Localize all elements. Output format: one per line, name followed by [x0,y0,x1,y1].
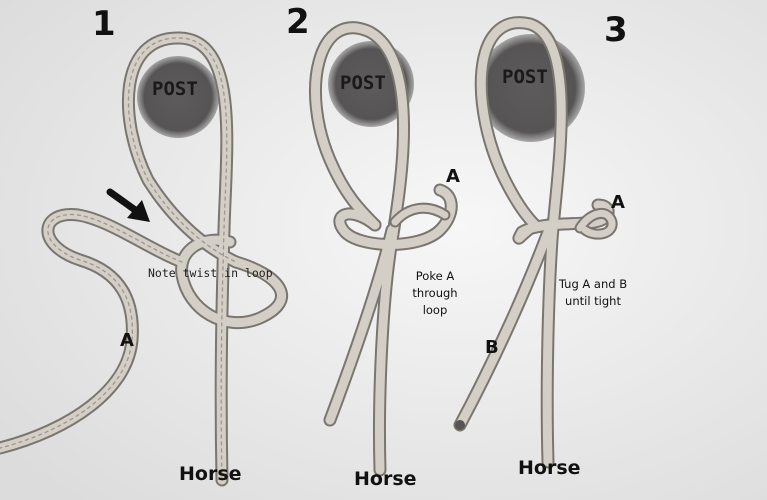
instruction-step-2-line: loop [405,302,465,319]
rope-end-label-a-step-1: A [120,330,134,351]
rope-end-label-a-step-3: A [611,192,625,213]
rope-end-label-a-step-2: A [446,166,460,187]
step-number-3: 3 [604,10,628,50]
post-circle-3 [477,34,585,142]
rope-tip-3 [455,420,465,430]
horse-label-3: Horse [518,457,581,479]
post-label-3: POST [502,66,548,88]
instruction-step-2: Poke A through loop [405,268,465,319]
post-label-2: POST [340,72,386,94]
instruction-step-3: Tug A and B until tight [548,276,638,310]
instruction-step-3-line: Tug A and B [548,276,638,293]
step-number-2: 2 [286,2,310,42]
twist-note: Note twist in loop [148,266,273,280]
post-label-1: POST [152,78,198,100]
instruction-step-2-line: through [405,285,465,302]
instruction-step-2-line: Poke A [405,268,465,285]
instruction-step-3-line: until tight [548,293,638,310]
horse-label-1: Horse [179,463,242,485]
step-number-1: 1 [92,4,116,44]
horse-label-2: Horse [354,468,417,490]
rope-end-label-b-step-3: B [485,337,499,358]
